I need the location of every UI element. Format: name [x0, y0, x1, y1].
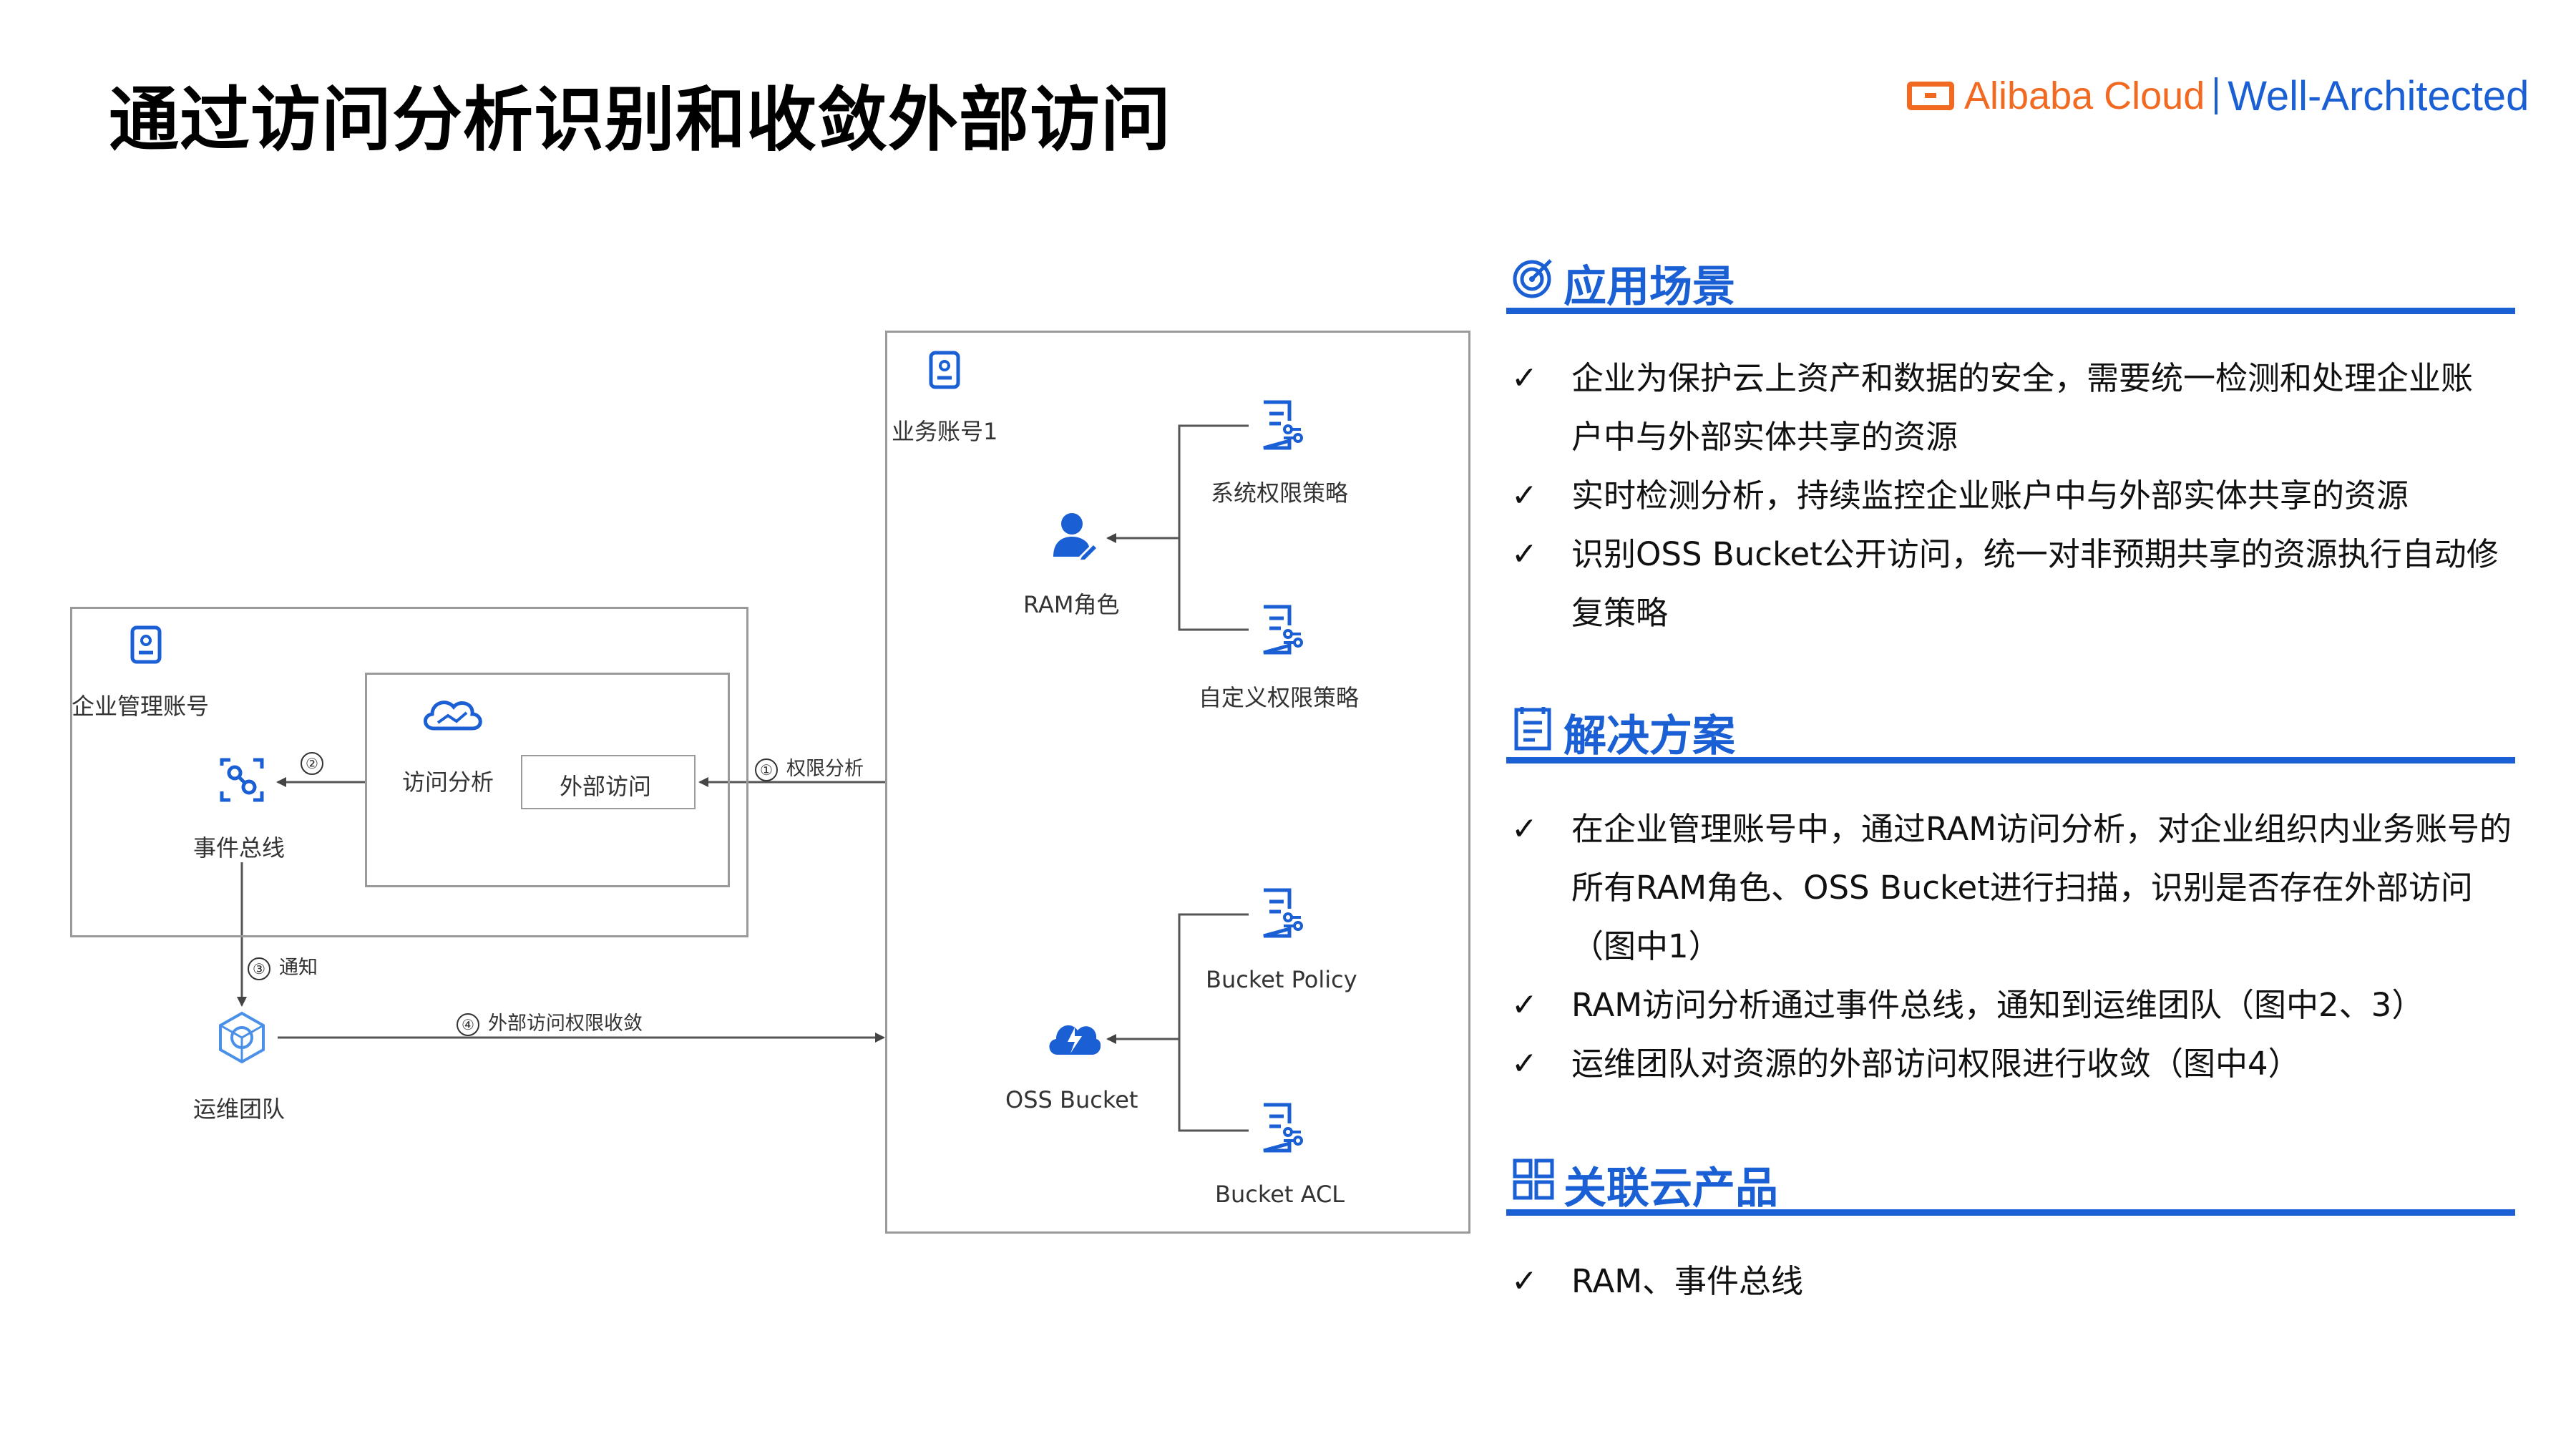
bucket-icon: [1049, 1025, 1101, 1055]
account-icon: [130, 625, 162, 664]
list-item: ✓ RAM访问分析通过事件总线，通知到运维团队（图中2、3）: [1511, 976, 2527, 1035]
ops-team-label: 运维团队: [193, 1096, 286, 1123]
list-item-line: 实时检测分析，持续监控企业账户中与外部实体共享的资源: [1571, 477, 2409, 514]
mgmt-account-box: [70, 607, 748, 937]
list-item-line: 识别OSS Bucket公开访问，统一对非预期共享的资源执行自动修: [1571, 535, 2499, 573]
policy-icon: [1263, 888, 1303, 938]
access-analysis-box: [365, 673, 730, 887]
event-bus-icon: [220, 758, 264, 802]
logo: Alibaba Cloud Well-Architected: [1907, 67, 2529, 125]
check-icon: ✓: [1511, 360, 1538, 396]
list-item: ✓ 企业为保护云上资产和数据的安全，需要统一检测和处理企业账 户中与外部实体共享…: [1511, 349, 2527, 467]
ram-role-label: RAM角色: [1023, 591, 1120, 618]
oss-bucket-label: OSS Bucket: [1005, 1086, 1138, 1113]
target-icon: [1513, 259, 1552, 298]
cloud-icon: [424, 701, 482, 731]
section-scenarios-title: 应用场景: [1563, 262, 1735, 312]
bucket-policy-label: Bucket Policy: [1206, 966, 1357, 993]
custom-policy-label: 自定义权限策略: [1199, 684, 1360, 711]
access-analysis-label: 访问分析: [402, 769, 494, 796]
list-item-line: RAM、事件总线: [1571, 1262, 1804, 1300]
section-solution-title: 解决方案: [1563, 711, 1735, 761]
list-item-line: RAM访问分析通过事件总线，通知到运维团队（图中2、3）: [1571, 986, 2424, 1024]
biz-account-box: [885, 331, 1470, 1234]
check-icon: ✓: [1511, 811, 1538, 847]
policy-icon: [1263, 1103, 1303, 1153]
logo-divider: [2215, 77, 2218, 114]
account-icon: [929, 351, 960, 389]
page-title: 通过访问分析识别和收敛外部访问: [109, 79, 1172, 161]
list-item-line: （图中1）: [1571, 927, 1721, 965]
biz-account-label: 业务账号1: [892, 418, 998, 445]
section-solution-header: 解决方案: [1506, 700, 2515, 763]
check-icon: ✓: [1511, 536, 1538, 572]
user-icon: [1053, 513, 1096, 560]
logo-brand: Alibaba Cloud: [1964, 74, 2205, 117]
team-icon: [219, 1011, 265, 1064]
check-icon: ✓: [1511, 1263, 1538, 1299]
section-scenarios-header: 应用场景: [1506, 250, 2515, 314]
list-item-line: 所有RAM角色、OSS Bucket进行扫描，识别是否存在外部访问: [1571, 869, 2473, 907]
step-2-label: ②: [301, 751, 332, 775]
list-item: ✓ RAM、事件总线: [1511, 1252, 2527, 1311]
list-item: ✓ 实时检测分析，持续监控企业账户中与外部实体共享的资源: [1511, 467, 2527, 525]
bucket-acl-label: Bucket ACL: [1215, 1181, 1345, 1208]
list-item-line: 企业为保护云上资产和数据的安全，需要统一检测和处理企业账: [1571, 359, 2474, 397]
check-icon: ✓: [1511, 477, 1538, 514]
grid-icon: [1513, 1158, 1554, 1200]
section-products-title: 关联云产品: [1563, 1163, 1778, 1214]
alibaba-cloud-logo-icon: [1907, 82, 1954, 110]
list-item-line: 复策略: [1571, 594, 1669, 632]
section-products-header: 关联云产品: [1506, 1152, 2515, 1216]
list-item-line: 户中与外部实体共享的资源: [1571, 418, 1958, 456]
system-policy-label: 系统权限策略: [1211, 479, 1349, 507]
policy-icon: [1263, 605, 1303, 655]
external-access-box: [521, 755, 696, 809]
document-icon: [1514, 707, 1551, 751]
list-item-line: 运维团队对资源的外部访问权限进行收敛（图中4）: [1571, 1045, 2301, 1083]
check-icon: ✓: [1511, 987, 1538, 1023]
event-bus-label: 事件总线: [193, 834, 286, 862]
mgmt-account-label: 企业管理账号: [72, 693, 210, 720]
diagram-connectors: [237, 424, 1249, 1132]
list-item-line: 在企业管理账号中，通过RAM访问分析，对企业组织内业务账号的: [1571, 810, 2512, 848]
external-access-label: 外部访问: [560, 773, 652, 800]
list-item: ✓ 在企业管理账号中，通过RAM访问分析，对企业组织内业务账号的 所有RAM角色…: [1511, 800, 2527, 976]
policy-icon: [1263, 400, 1303, 450]
logo-product: Well-Architected: [2228, 72, 2529, 119]
check-icon: ✓: [1511, 1045, 1538, 1082]
list-item: ✓ 识别OSS Bucket公开访问，统一对非预期共享的资源执行自动修 复策略: [1511, 525, 2527, 643]
list-item: ✓ 运维团队对资源的外部访问权限进行收敛（图中4）: [1511, 1035, 2527, 1093]
